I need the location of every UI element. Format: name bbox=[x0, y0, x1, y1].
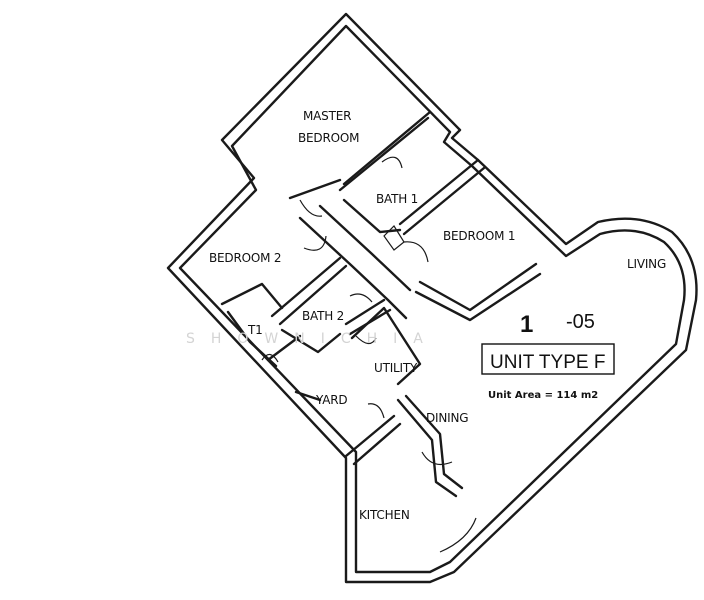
unit-type-box bbox=[481, 343, 615, 375]
bath-1-label: BATH 1 bbox=[376, 192, 418, 206]
t1-label: T1 bbox=[247, 323, 263, 337]
doors bbox=[261, 156, 477, 553]
interior-walls bbox=[220, 110, 542, 498]
room-labels: MASTER BEDROOM BATH 1 BEDROOM 1 BEDROOM … bbox=[209, 109, 666, 522]
door-t1 bbox=[261, 353, 279, 363]
unit-number-block: 1 bbox=[520, 311, 533, 338]
yard-label: YARD bbox=[315, 393, 347, 407]
door-bath-2 bbox=[349, 293, 373, 303]
unit-number-suffix: -05 bbox=[566, 311, 595, 333]
kitchen-label: KITCHEN bbox=[359, 508, 410, 522]
door-master-bedroom bbox=[299, 199, 323, 217]
door-kitchen bbox=[421, 451, 453, 465]
bedroom-1-label: BEDROOM 1 bbox=[443, 229, 515, 243]
door-entrance bbox=[439, 517, 477, 553]
unit-area-note: Unit Area = 114 m2 bbox=[488, 390, 598, 401]
master-bedroom-label-line2: BEDROOM bbox=[298, 131, 359, 145]
master-bedroom-label-line1: MASTER bbox=[303, 109, 351, 123]
door-bedroom-1 bbox=[403, 241, 429, 263]
utility-label: UTILITY bbox=[374, 361, 418, 375]
outer-walls bbox=[166, 12, 698, 584]
unit-type-label: UNIT TYPE F bbox=[490, 352, 605, 373]
dining-label: DINING bbox=[426, 411, 468, 425]
door-bath-1 bbox=[381, 156, 403, 169]
door-bedroom-2 bbox=[303, 235, 327, 251]
door-yard bbox=[367, 403, 385, 419]
door-utility bbox=[355, 335, 377, 345]
bath-2-label: BATH 2 bbox=[302, 309, 344, 323]
unit-info: 1 -05 UNIT TYPE F Unit Area = 114 m2 bbox=[481, 311, 615, 401]
bedroom-2-label: BEDROOM 2 bbox=[209, 251, 281, 265]
watermark-text: SHOWNICHIA bbox=[186, 331, 439, 347]
living-label: LIVING bbox=[627, 257, 666, 271]
